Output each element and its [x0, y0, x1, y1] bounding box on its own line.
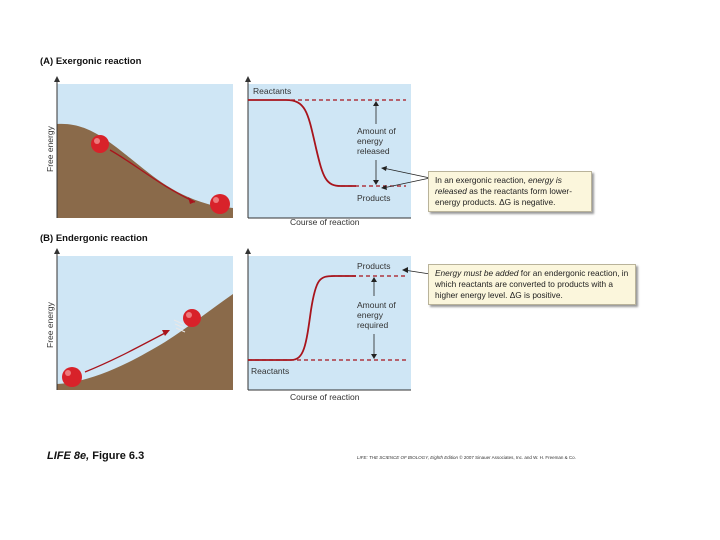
panel-b-bracket-line1: Amount of — [357, 300, 396, 310]
panel-a-y-label: Free energy — [45, 126, 55, 172]
panel-a-top-label: Reactants — [253, 86, 291, 96]
copyright-book-title: LIFE: THE SCIENCE OF BIOLOGY, Eighth Edi… — [357, 455, 458, 460]
panel-a-letter: (A) — [40, 56, 53, 67]
copyright-notice: LIFE: THE SCIENCE OF BIOLOGY, Eighth Edi… — [357, 455, 576, 460]
panel-a-y-axis-arrow — [54, 76, 60, 82]
panel-a-ball-start — [91, 135, 109, 153]
panel-b-bottom-label: Reactants — [251, 366, 289, 376]
panel-b-title: (B) Endergonic reaction — [40, 233, 148, 244]
panel-a-ball-start-highlight — [94, 138, 100, 144]
panel-b-top-label: Products — [357, 261, 391, 271]
panel-a-callout-text1: In an exergonic reaction, — [435, 175, 528, 185]
panel-a-callout: In an exergonic reaction, energy is rele… — [428, 171, 592, 212]
panel-a-title-text: Exergonic reaction — [56, 56, 142, 67]
panel-b-ball-end — [183, 309, 201, 327]
panel-b-diagram-y-axis-arrow — [245, 248, 251, 254]
panel-b-y-axis-arrow — [54, 248, 60, 254]
panel-b-y-label: Free energy — [45, 302, 55, 348]
panel-a-ball-end — [210, 194, 230, 214]
panel-b-title-text: Endergonic reaction — [56, 233, 148, 244]
panel-a-bracket-line3: released — [357, 146, 396, 156]
panel-b-callout: Energy must be added for an endergonic r… — [428, 264, 636, 305]
panel-b-ball-start — [62, 367, 82, 387]
panel-a-hill-illustration — [55, 78, 235, 218]
copyright-text: © 2007 Sinauer Associates, Inc. and W. H… — [458, 455, 576, 460]
panel-b-bracket-label: Amount of energy required — [357, 300, 396, 330]
panel-a-pointer-upper-arrow — [381, 166, 387, 171]
panel-b-x-label: Course of reaction — [290, 392, 359, 402]
panel-a-bracket-line2: energy — [357, 136, 396, 146]
panel-b-callout-italic: Energy must be added — [435, 268, 518, 278]
panel-b-pointer-arrow — [402, 267, 408, 273]
panel-a-diagram-y-axis-arrow — [245, 76, 251, 82]
panel-a-bracket-label: Amount of energy released — [357, 126, 396, 156]
panel-a-pointer-lower-arrow — [381, 185, 387, 190]
panel-b-bracket-line3: required — [357, 320, 396, 330]
panel-a-callout-pointer — [375, 164, 435, 194]
panel-a-bracket-line1: Amount of — [357, 126, 396, 136]
figure-caption-number: Figure 6.3 — [89, 450, 144, 462]
panel-a-ball-end-highlight — [213, 197, 219, 203]
figure-caption-book: LIFE 8e, — [47, 450, 89, 462]
panel-b-hill-illustration — [55, 250, 235, 390]
panel-a-x-label: Course of reaction — [290, 217, 359, 227]
figure-caption: LIFE 8e, Figure 6.3 — [47, 450, 144, 462]
panel-b-letter: (B) — [40, 233, 53, 244]
panel-a-title: (A) Exergonic reaction — [40, 56, 141, 67]
panel-b-ball-start-highlight — [65, 370, 71, 376]
panel-a-pointer-upper — [383, 168, 430, 178]
panel-a-pointer-lower — [383, 178, 430, 188]
panel-a-bottom-label: Products — [357, 193, 391, 203]
panel-b-bracket-line2: energy — [357, 310, 396, 320]
panel-b-ball-end-highlight — [186, 312, 192, 318]
